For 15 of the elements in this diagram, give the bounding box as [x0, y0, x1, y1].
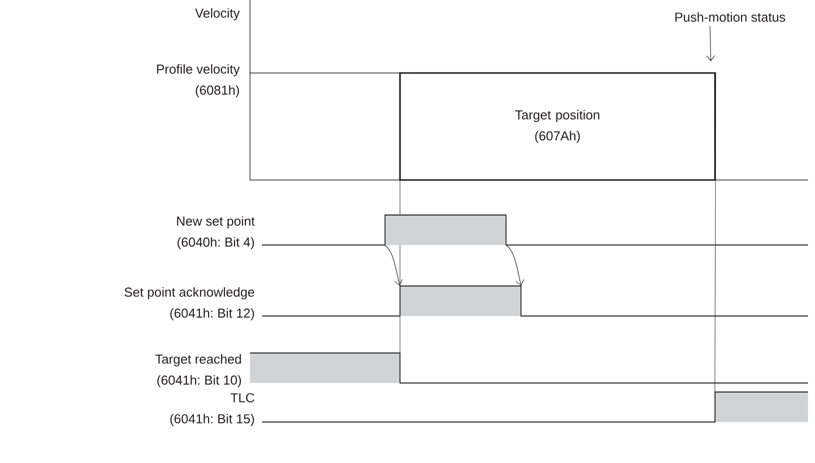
target-position-box: Target position (607Ah): [399, 72, 716, 181]
guide-line: [714, 72, 716, 422]
signal-label: Profile velocity (6081h): [157, 64, 240, 98]
signal-label: Set point acknowledge (6041h: Bit 12): [124, 287, 254, 320]
pulse-bar: [400, 286, 521, 316]
pulse-bar: [385, 215, 506, 245]
signal-label: TLC (6041h: Bit 15): [170, 393, 254, 426]
pulse-bar: [250, 353, 400, 383]
arrow: [384, 244, 403, 286]
signal-label: Velocity: [195, 8, 240, 20]
arrow: [706, 26, 715, 62]
signal-label: New set point (6040h: Bit 4): [177, 216, 255, 250]
status-label: Push-motion status: [675, 12, 786, 22]
pulse-bar: [715, 392, 808, 422]
arrow: [506, 244, 524, 286]
